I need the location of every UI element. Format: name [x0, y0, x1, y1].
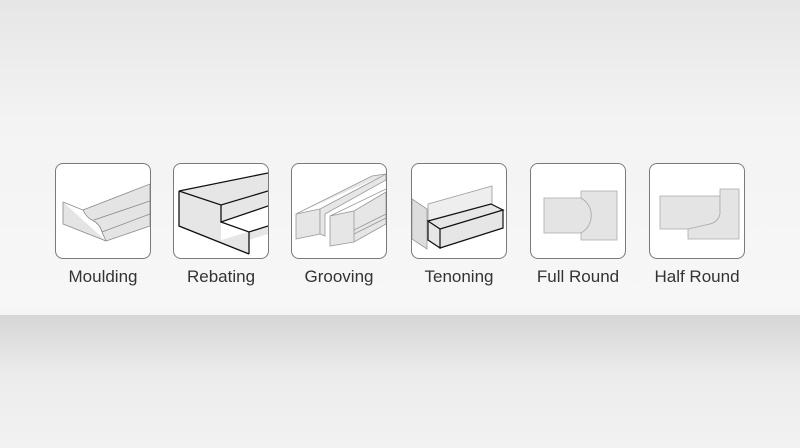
option-rebating[interactable]: Rebating — [173, 163, 269, 287]
grooving-icon — [291, 163, 387, 259]
option-full-round[interactable]: Full Round — [530, 163, 626, 287]
moulding-label: Moulding — [68, 267, 138, 286]
half-round-icon — [649, 163, 745, 259]
tenoning-label: Tenoning — [424, 267, 494, 286]
full-round-icon — [530, 163, 626, 259]
tenoning-icon — [411, 163, 507, 259]
rebating-label: Rebating — [186, 267, 256, 286]
option-grooving[interactable]: Grooving — [291, 163, 387, 287]
option-half-round[interactable]: Half Round — [649, 163, 745, 287]
moulding-icon — [55, 163, 151, 259]
floor-band — [0, 315, 800, 448]
half-round-label: Half Round — [654, 267, 740, 286]
full-round-label: Full Round — [536, 267, 620, 286]
option-moulding[interactable]: Moulding — [55, 163, 151, 287]
rebating-icon — [173, 163, 269, 259]
option-tenoning[interactable]: Tenoning — [411, 163, 507, 287]
grooving-label: Grooving — [304, 267, 374, 286]
